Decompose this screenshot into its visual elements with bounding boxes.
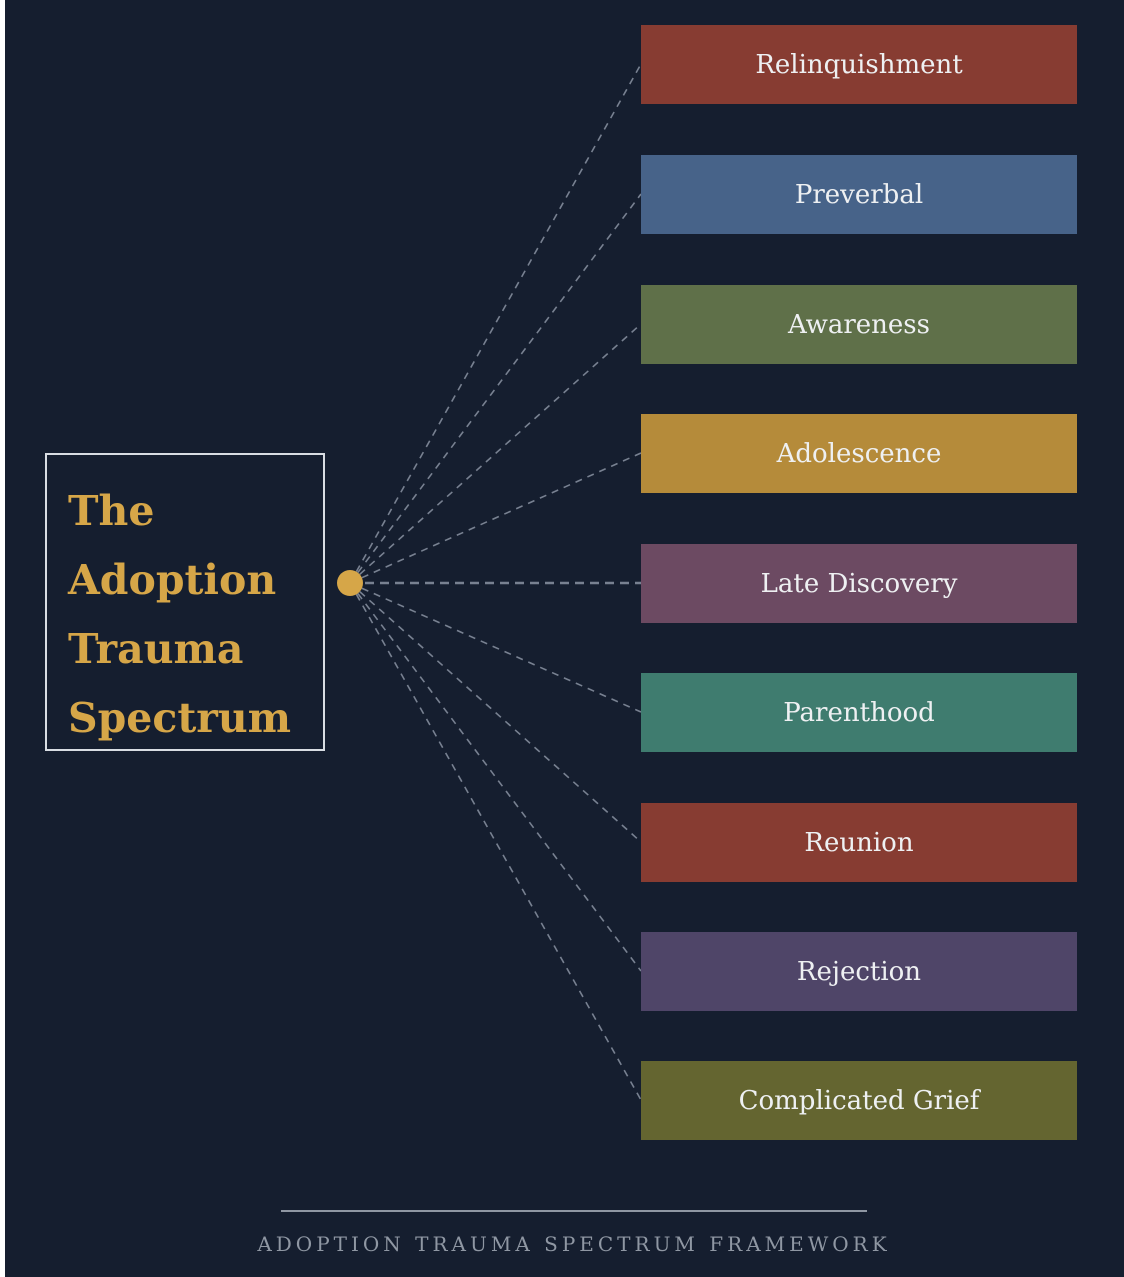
title-box: The Adoption Trauma Spectrum xyxy=(45,453,325,751)
stage-preverbal: Preverbal xyxy=(641,155,1077,234)
stage-complicated-grief: Complicated Grief xyxy=(641,1061,1077,1140)
stage-adolescence: Adolescence xyxy=(641,414,1077,493)
stage-reunion: Reunion xyxy=(641,803,1077,882)
stage-awareness: Awareness xyxy=(641,285,1077,364)
title-line-3: Trauma xyxy=(68,625,244,673)
footer-caption: ADOPTION TRAUMA SPECTRUM FRAMEWORK xyxy=(257,1232,891,1256)
stage-rejection: Rejection xyxy=(641,932,1077,1011)
stage-relinquishment: Relinquishment xyxy=(641,25,1077,104)
stage-parenthood: Parenthood xyxy=(641,673,1077,752)
title-line-2: Adoption xyxy=(68,556,277,604)
title-line-1: The xyxy=(68,487,155,535)
hub-dot xyxy=(337,570,363,596)
footer-divider xyxy=(281,1210,867,1212)
title-line-4: Spectrum xyxy=(68,694,292,742)
stage-late-discovery: Late Discovery xyxy=(641,544,1077,623)
